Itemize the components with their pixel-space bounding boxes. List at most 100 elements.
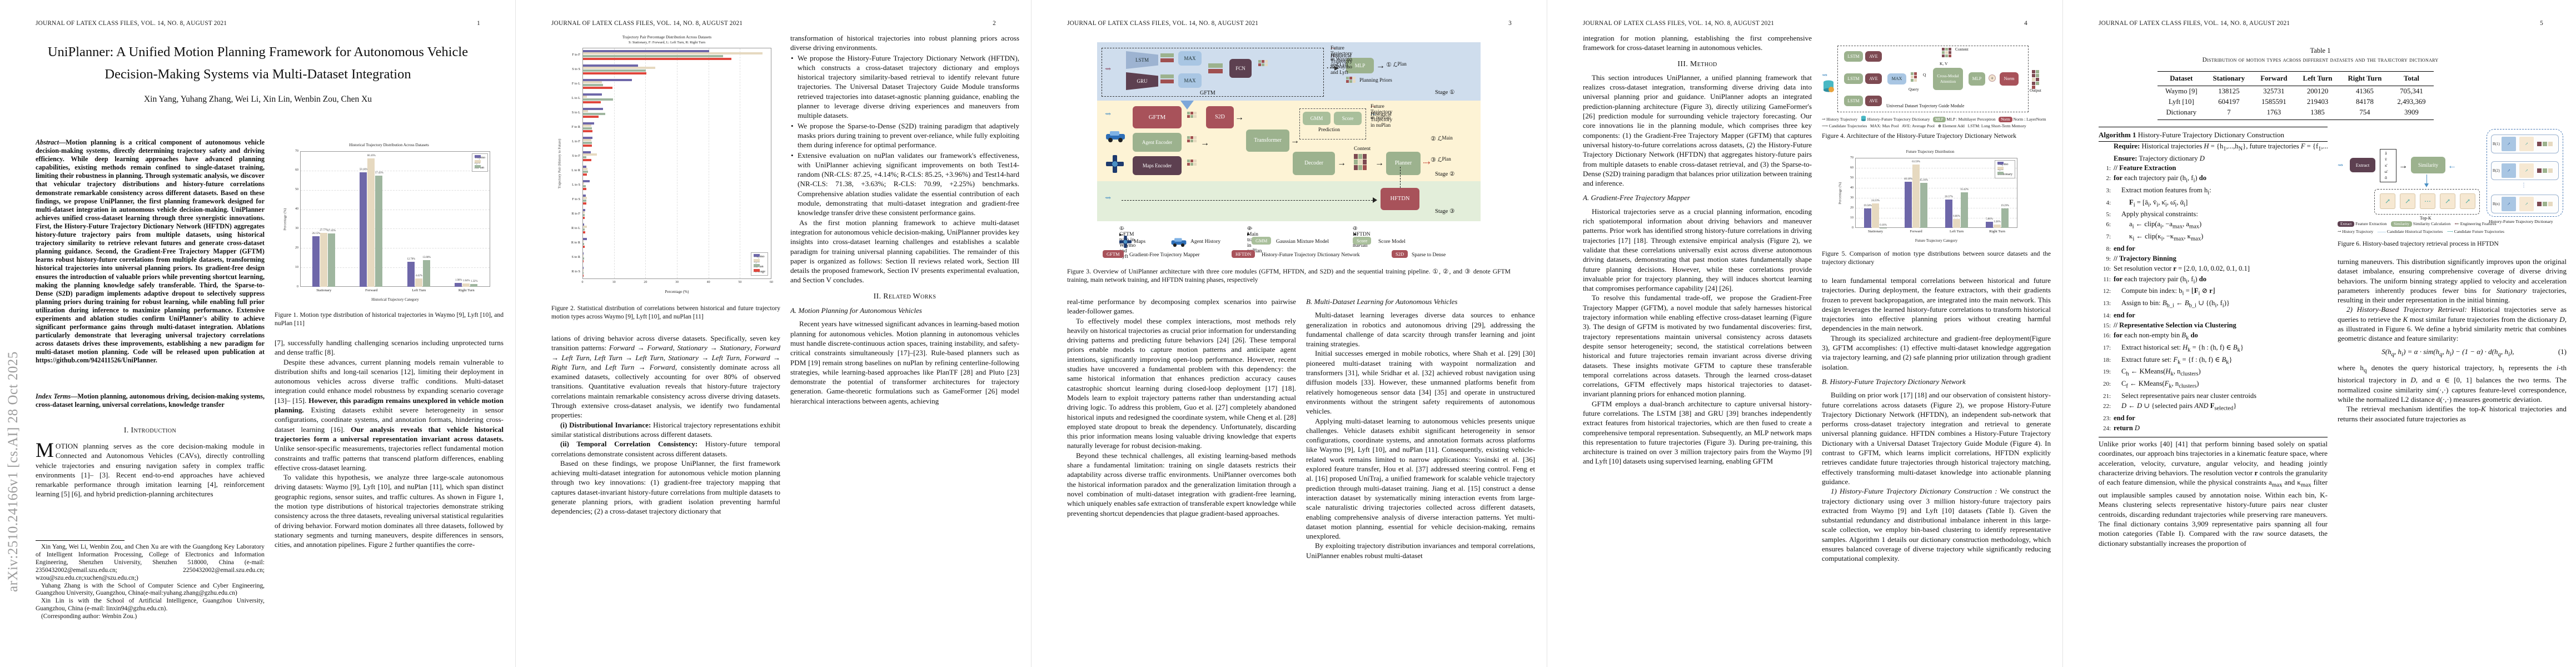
section-related-works: II. Related Works [873,291,936,300]
bar [583,185,586,188]
bar-value-label: 1.32% [471,280,478,283]
ave-box: AVE [1865,51,1882,62]
bar [1912,164,1920,228]
chart-legend: WaymoLyftDictionary [1995,160,2015,178]
dictionary-bin: B(n)↗↗ [2491,195,2559,213]
paragraph: Despite these advances, current planning… [275,357,504,472]
bar [583,69,646,72]
bar [312,236,320,287]
page4-col1: integration for motion planning, establi… [1583,33,1812,647]
page5-col1-after: Unlike prior works [40] [41] that perfor… [2099,439,2328,647]
index-terms: Index Terms—Motion planning, autonomous … [36,392,265,409]
bar-value-label: 1.90% [455,279,462,282]
y-tick-label: R to R [571,241,580,245]
feature-symbol: ᾱ [2385,175,2387,180]
table1-cell: 1385 [2295,107,2340,120]
algorithm-line: 2:for each trajectory pair (hi, fi) do [2106,174,2207,184]
bar [583,64,639,67]
contribution-bullet: We propose the Sparse-to-Dense (S2D) tra… [790,121,1019,150]
bar [583,98,613,101]
gftm-label: GFTM [1200,90,1215,96]
hftdn-chip: HFTDN [1232,250,1255,258]
algorithm-line: 12:Compute bin index: bi = ⌊Fi ⊘ r⌋ [2102,287,2215,297]
x-tick-label: 10 [612,281,616,284]
bar-value-label: 19.29% [2001,205,2009,208]
paragraph: Beyond these technical challenges, all e… [1067,451,1296,517]
bar-value-label: 63.59% [1912,160,1920,163]
algorithm-line: Require: Historical trajectories H = {h1… [2114,142,2328,152]
feature-symbol: ω̄ [2384,169,2388,174]
bar-value-label: 13.80% [422,256,431,259]
maps-icon [1119,236,1132,248]
paragraph: The retrieval mechanism identifies the t… [2338,405,2567,423]
figure2-chart: Trajectory Pair Percentage Distribution … [558,34,776,296]
bar [583,165,586,168]
figure1-chart: Historical Trajectory Distribution Acros… [283,142,495,303]
feature-bar [1160,58,1174,62]
stage-transition-arrow [1180,101,1194,109]
dotted-arrow: ⋯▸ [1326,63,1339,73]
score-chip: Score [1353,237,1372,245]
bar [1952,219,1960,228]
bar [1945,199,1952,228]
bar [360,172,367,287]
y-tick-label: R to L [571,226,580,230]
x-tick-label: 0 [581,281,584,284]
subsection-hftdn: B. History-Future Trajectory Dictionary … [1822,377,1966,386]
arrowhead [1373,197,1377,203]
mlp-box: MLP [1346,58,1374,73]
bar [367,158,375,287]
bar-value-label: 28.37% [1945,195,1953,198]
bar [583,78,632,81]
x-tick-label: 50 [738,281,742,284]
algorithm-line: 15:// Representative Selection via Clust… [2102,321,2236,329]
y-tick-label: 50 [295,188,298,192]
bar [583,274,584,277]
s2d-box: S2D [1206,106,1234,128]
bar [583,127,592,130]
bar-value-label: 26.15% [312,232,321,235]
candidate-trajectory-thumbnail: ↗ [2440,193,2455,209]
q-label: Q [1923,72,1926,77]
bar-value-label: 45.16% [1920,178,1928,182]
s2d-chip: S2D [1392,250,1408,258]
bar-value-label: 66.16% [367,155,376,158]
bar [583,194,586,197]
gftm-chip: GFTM [1103,250,1124,258]
paragraph: By exploiting trajectory distribution in… [1306,541,1535,560]
gridline [645,48,646,278]
chart-legend: WaymoLyftnuPlan [471,153,488,172]
topk-box [2374,189,2480,215]
bar-value-label: 12.78% [407,258,416,261]
bar [583,231,585,233]
planning-priors-grid [1258,60,1268,66]
feature-bar [1160,79,1174,83]
bar [583,139,591,142]
topk-label: Top-K [2420,216,2431,221]
algorithm-line: 6:ai ← clip(ai, −amax, amax) [2106,220,2202,230]
element-add-icon: + [1989,74,1996,82]
planner-box: Planner [1386,152,1421,175]
figure6-legend-line2: ↝ History Trajectory —— Candidate Histor… [2338,229,2504,234]
subsection-motion-planning: A. Motion Planning for Autonomous Vehicl… [790,306,922,315]
arxiv-watermark: arXiv:2510.24166v1 [cs.AI] 28 Oct 2025 [6,351,21,592]
extract-box: Extract [2350,158,2375,172]
table1-cell: 219403 [2306,98,2329,106]
github-link[interactable]: https://github.com/942411526/UniPlanner. [36,356,157,365]
algorithm-line: 4:Fi = [āi, v̄i, κ̄i, ω̄i, ᾱi] [2106,198,2188,208]
stage2-band: ⇝ GFTM S2D Agent Encoder Maps Encoder → … [1097,101,1481,181]
figure4-legend-line1: ↝ History Trajectory History-Future Traj… [1822,116,2046,123]
algorithm-line: Ensure: Trajectory dictionary D [2114,154,2205,162]
page-1: JOURNAL OF LATEX CLASS FILES, VOL. 14, N… [0,0,515,667]
feature-symbol: v̄ [2385,157,2387,162]
equation-1: S(hq, hi) = α · sim(hq, hi) − (1 − α) · … [2381,347,2567,358]
table1-cell: 41365 [2355,87,2374,95]
history-arrow-icon: ⇝ [1105,64,1111,73]
content-grid [1354,154,1367,170]
lstm-box: LSTM [1844,96,1863,106]
y-tick-label: F to S [572,197,580,201]
bar-value-label: 19.58% [1864,204,1872,207]
bar [583,211,585,214]
